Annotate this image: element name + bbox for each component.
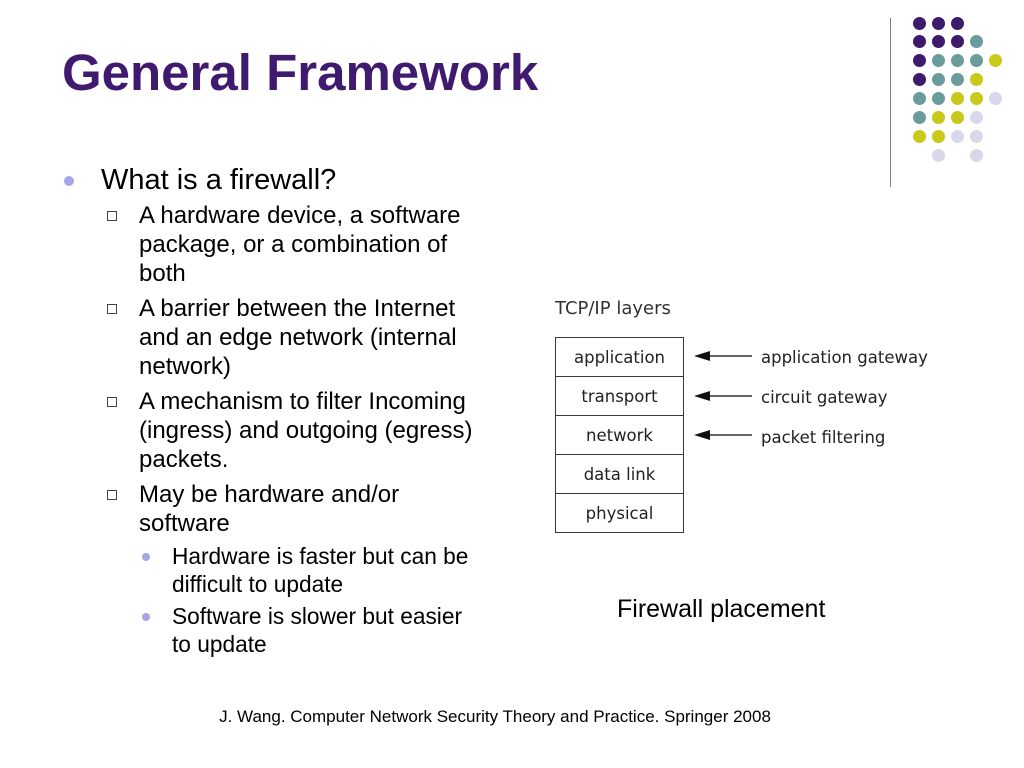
decorative-dot [950,92,964,106]
decorative-dot [988,92,1002,106]
layer-physical: physical [556,493,683,532]
figure-heading: TCP/IP layers [555,298,671,319]
sub-bullet-text: A mechanism to filter Incoming (ingress)… [139,388,473,473]
decorative-dot [969,148,983,162]
decorative-dot [969,92,983,106]
arrow-packet-filtering [694,430,752,440]
decorative-dot [931,35,945,49]
decorative-dot [969,73,983,87]
decorative-dot [912,92,926,106]
decorative-dot [950,111,964,124]
sub-bullet-text: A hardware device, a software package, o… [139,202,461,287]
decorative-dot [988,54,1002,68]
sub-sub-bullet-text: Software is slower but easier to update [172,603,463,657]
title-divider-line [890,18,891,187]
annotation-application-gateway: application gateway [761,347,928,367]
decorative-dot [931,92,945,106]
decorative-dot [912,35,926,49]
decorative-dot [912,129,926,143]
annotation-packet-filtering: packet filtering [761,427,886,447]
decorative-dot [931,129,945,143]
square-bullet-icon [107,490,117,500]
decorative-dot [969,111,983,124]
decorative-dot [950,54,964,68]
decorative-dot [931,148,945,162]
decorative-dot [969,35,983,49]
decorative-dot [912,73,926,87]
decorative-dot [912,111,926,124]
arrow-application-gateway [694,351,752,361]
sub-sub-bullet-text: Hardware is faster but can be difficult … [172,543,469,597]
citation: J. Wang. Computer Network Security Theor… [219,707,771,726]
decorative-dot [950,73,964,87]
decorative-dot [931,73,945,87]
decorative-dot [969,54,983,68]
round-bullet-icon [142,613,150,621]
round-bullet-icon [64,176,74,186]
arrowhead-icon [694,430,710,440]
layer-data-link: data link [556,454,683,493]
decorative-dot [931,16,945,30]
square-bullet-icon [107,211,117,221]
placement-arrows [694,351,752,440]
decorative-dot [931,111,945,124]
layer-transport: transport [556,376,683,415]
decorative-dot [931,54,945,68]
bullet-text: What is a firewall? [101,164,337,196]
decorative-dot [950,129,964,143]
arrowhead-icon [694,351,710,361]
arrowhead-icon [694,391,710,401]
sub-bullet-text: A barrier between the Internet and an ed… [139,295,457,380]
layer-application: application [573,347,666,367]
arrow-circuit-gateway [694,391,752,401]
decorative-dot [912,16,926,30]
tcp-ip-layer-stack: application transport network data link … [555,337,684,533]
sub-bullet-text: May be hardware and/or software [139,481,400,537]
decorative-dot [912,54,926,68]
round-bullet-icon [142,553,150,561]
slide-title: General Framework [62,44,539,101]
square-bullet-icon [107,397,117,407]
layer-network: network [556,415,683,454]
decorative-dot [969,129,983,143]
decorative-dot [950,35,964,49]
square-bullet-icon [107,304,117,314]
decorative-dot [950,16,964,30]
annotation-circuit-gateway: circuit gateway [761,387,888,407]
figure-caption: Firewall placement [617,595,826,623]
